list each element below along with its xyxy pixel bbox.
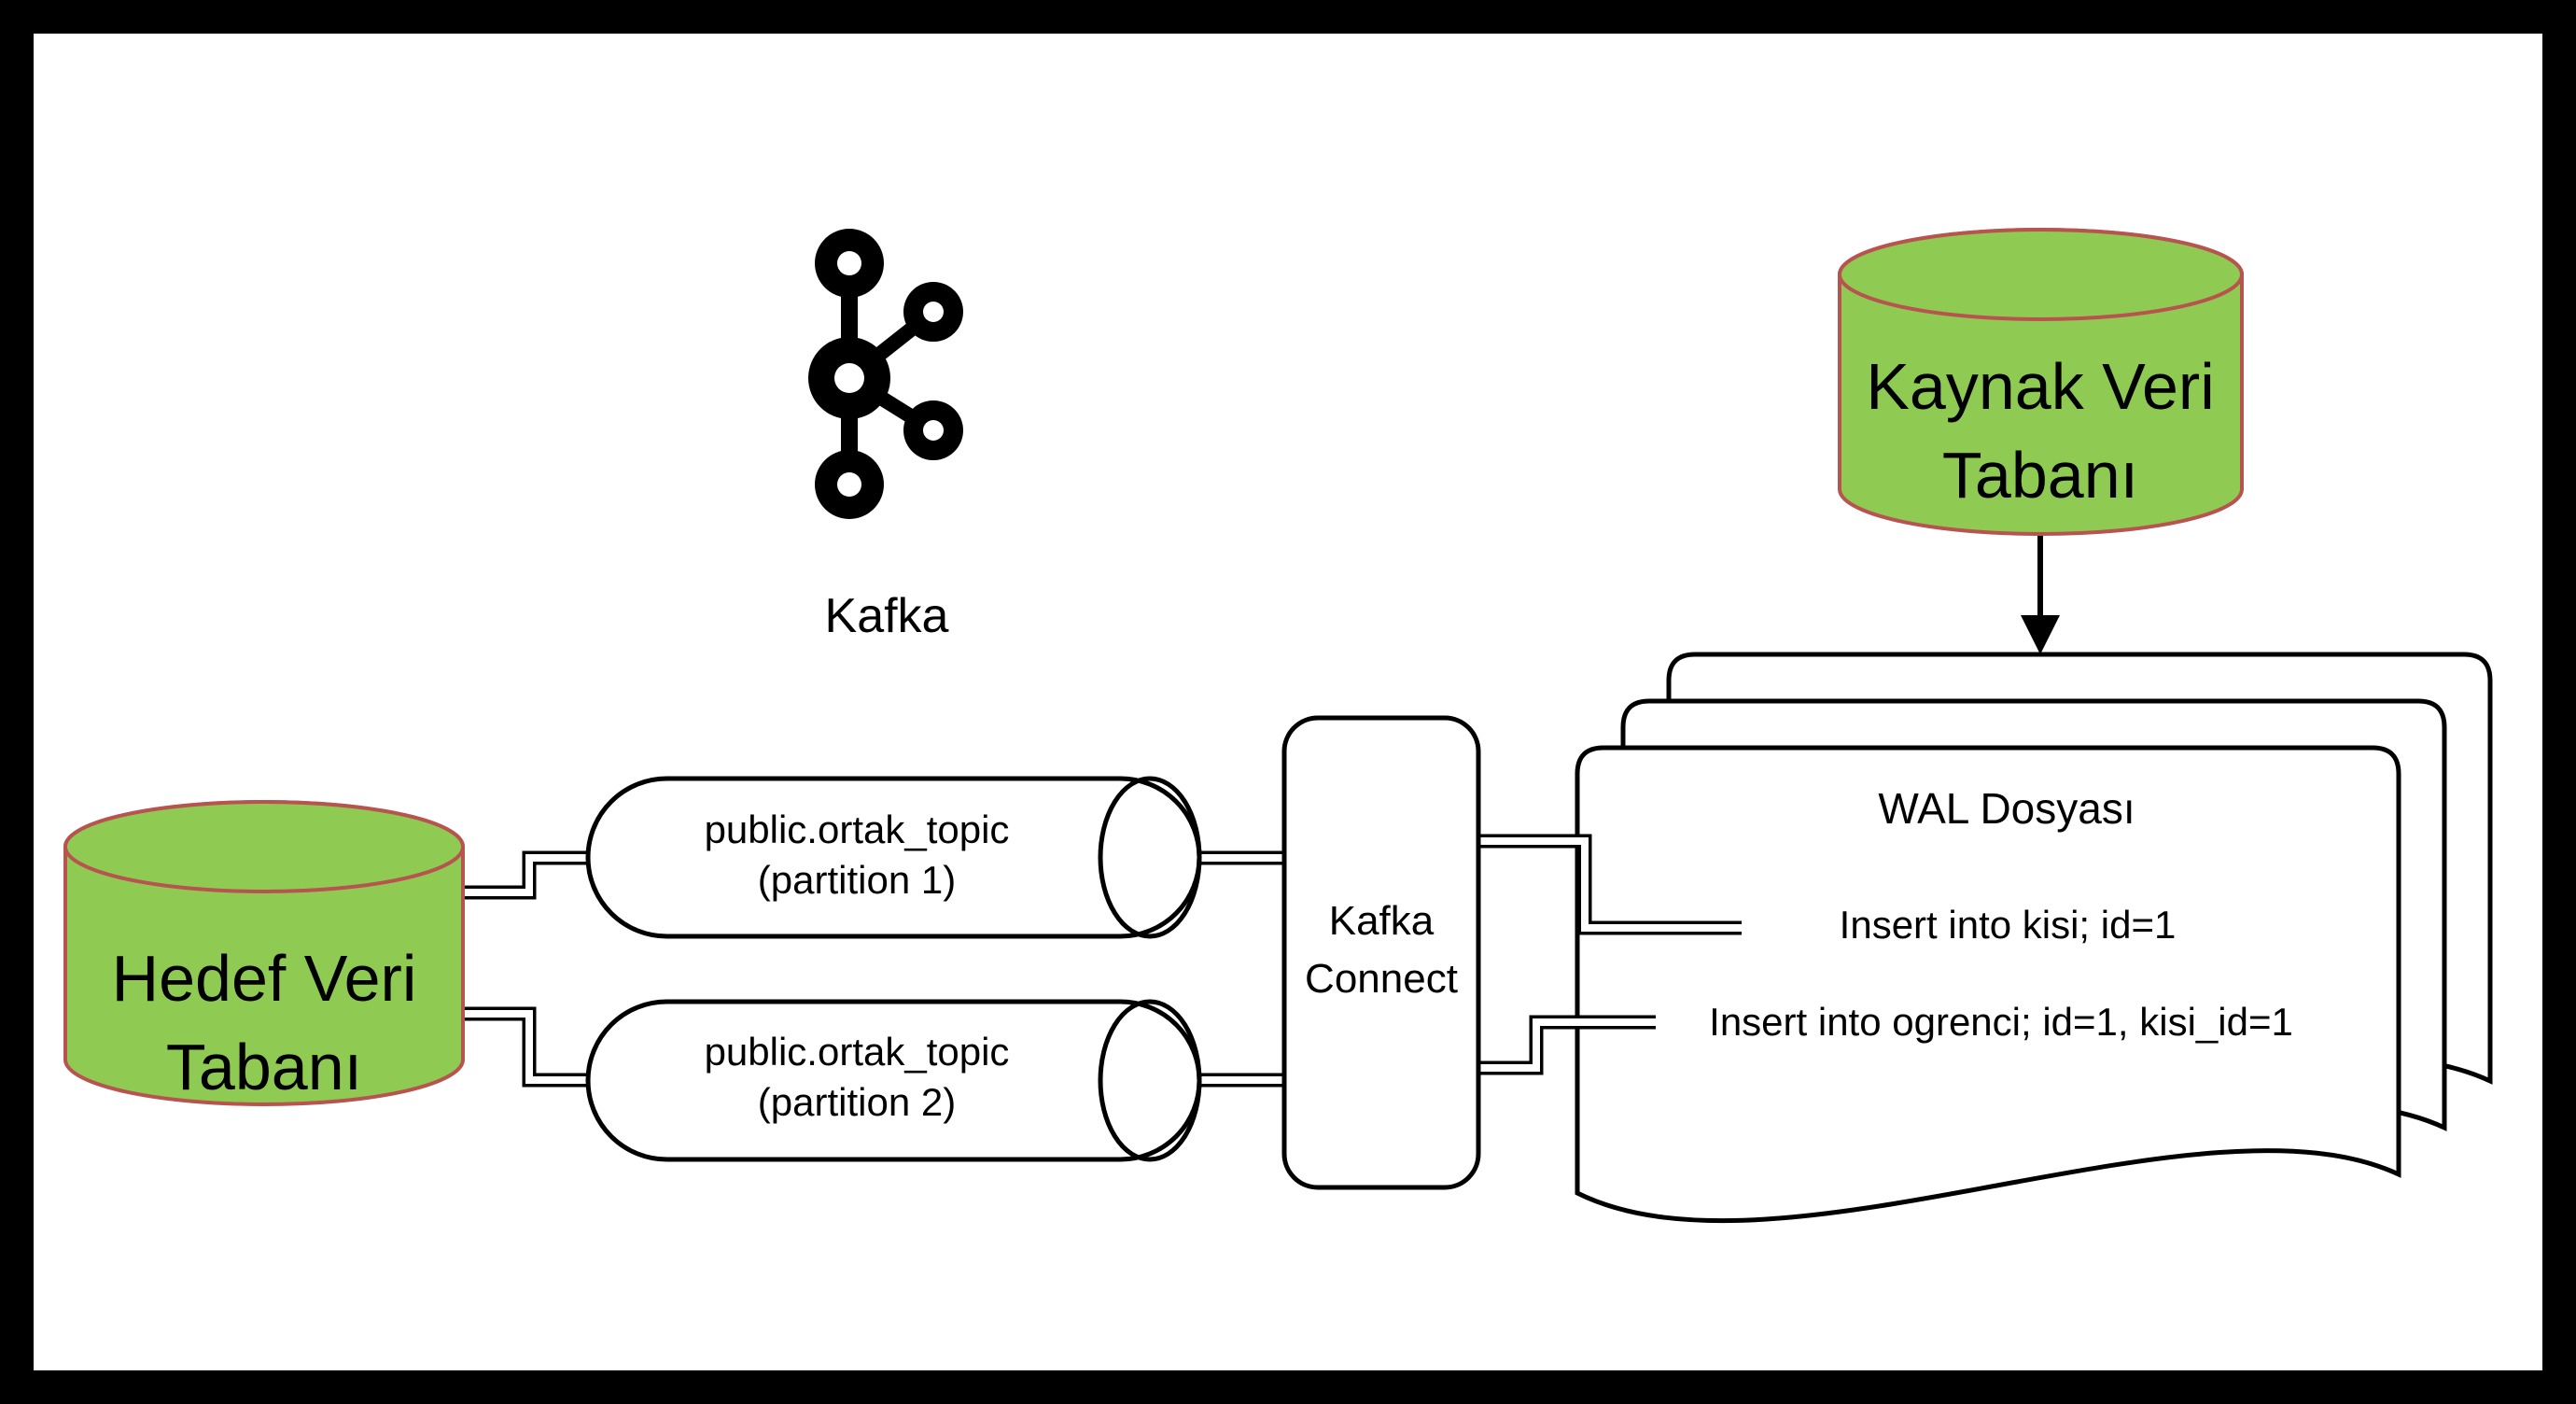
kafka-logo-icon xyxy=(808,229,963,519)
wal-document-stack xyxy=(1575,652,2493,1223)
cylinder-cap xyxy=(1098,999,1202,1162)
target-database-shape xyxy=(63,800,465,1106)
connector-target-db-to-partition-2 xyxy=(463,1006,588,1088)
topic-partition-2-label: public.ortak_topic (partition 2) xyxy=(705,1027,1010,1128)
source-database-shape xyxy=(1838,228,2244,536)
wal-title: WAL Dosyası xyxy=(1878,784,2135,833)
wal-page-front xyxy=(1575,745,2401,1223)
wal-entry-1: Insert into kisi; id=1 xyxy=(1839,903,2177,947)
cylinder-top xyxy=(1838,228,2244,321)
target-database-label: Hedef Veri Tabanı xyxy=(112,934,417,1112)
source-database-label: Kaynak Veri Tabanı xyxy=(1866,343,2215,520)
connector-kafka-connect-to-wal-entry-2 xyxy=(1478,1015,1656,1075)
kafka-connect-box xyxy=(1281,715,1481,1190)
topic-partition-2-partition: (partition 2) xyxy=(757,1080,957,1124)
wal-entry-2: Insert into ogrenci; id=1, kisi_id=1 xyxy=(1709,1000,2293,1044)
connector-target-db-to-partition-1 xyxy=(463,850,588,900)
source-to-wal-arrow xyxy=(2021,532,2060,654)
target-database-label-line1: Hedef Veri xyxy=(111,942,417,1015)
connector-kafka-connect-to-wal-entry-1 xyxy=(1478,834,1742,935)
kafka-connect-label-line2: Connect xyxy=(1305,956,1458,1002)
connectors xyxy=(463,834,1742,1088)
topic-partition-2-name: public.ortak_topic xyxy=(704,1030,1010,1074)
kafka-connect-label: Kafka Connect xyxy=(1305,892,1458,1008)
cylinder-cap xyxy=(1098,776,1202,939)
source-database-label-line2: Tabanı xyxy=(1941,439,2139,512)
target-database-label-line2: Tabanı xyxy=(165,1031,363,1103)
kafka-connect-label-line1: Kafka xyxy=(1328,898,1435,944)
topic-partition-1-partition: (partition 1) xyxy=(757,858,957,902)
arrowhead xyxy=(2021,615,2060,654)
topic-partition-1-name: public.ortak_topic xyxy=(704,807,1010,851)
cylinder-top xyxy=(63,800,465,893)
kafka-label: Kafka xyxy=(824,589,949,643)
topic-partition-1-label: public.ortak_topic (partition 1) xyxy=(705,805,1010,906)
topic-partition-2-shape xyxy=(585,999,1202,1162)
source-database-label-line1: Kaynak Veri xyxy=(1866,350,2215,423)
topic-partition-1-shape xyxy=(585,776,1202,939)
